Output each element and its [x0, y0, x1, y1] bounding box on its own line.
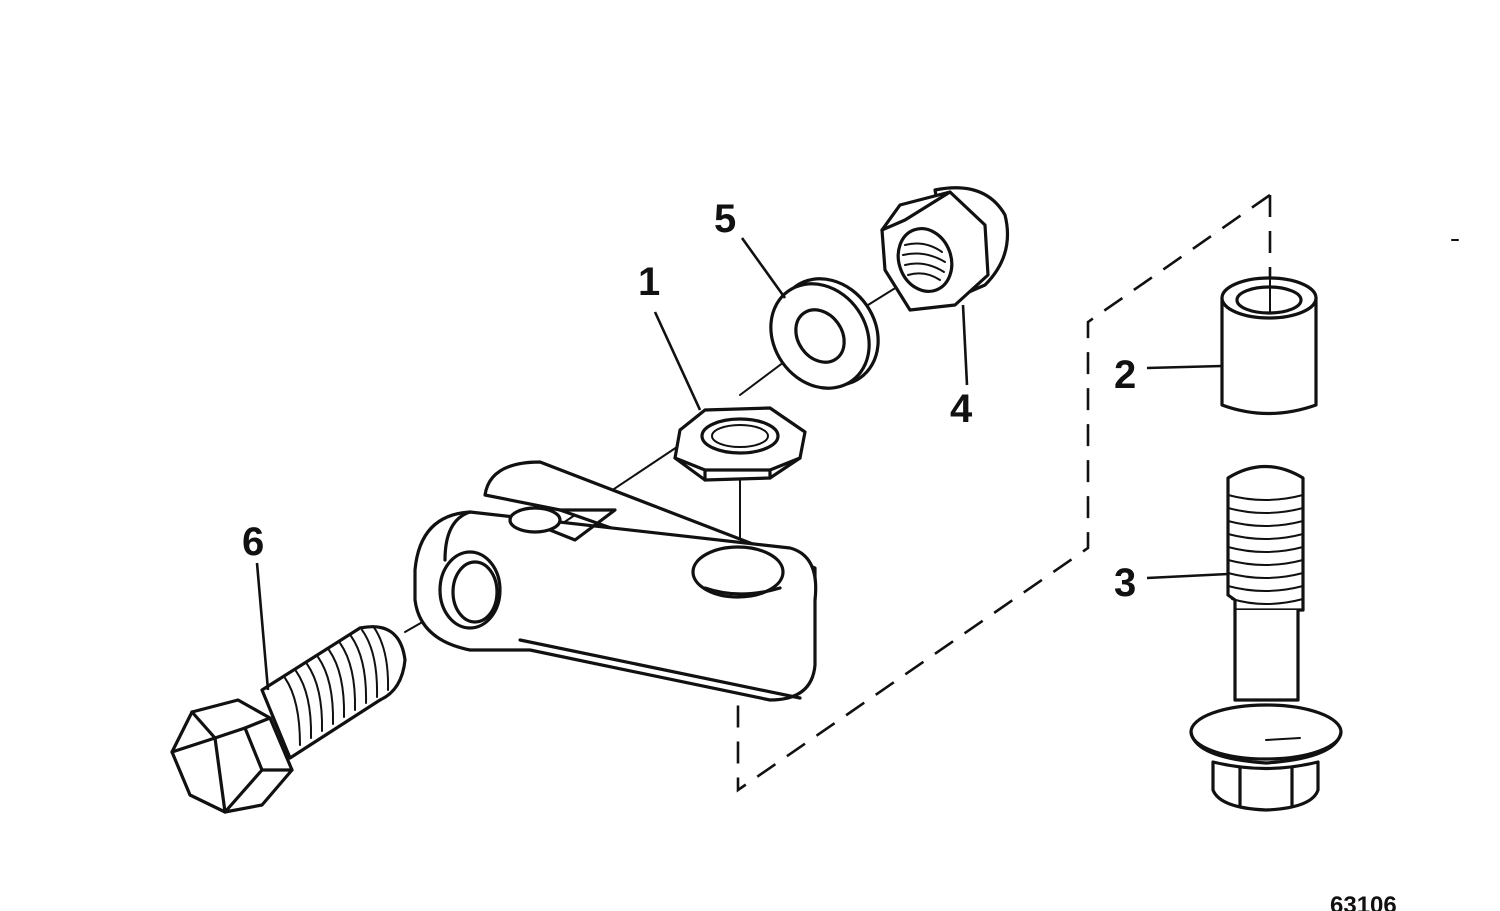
leader-lines	[255, 237, 1229, 691]
callout-4: 4	[950, 387, 973, 431]
callout-3: 3	[1114, 561, 1136, 605]
hex-bolt	[170, 625, 407, 814]
callout-2: 2	[1114, 353, 1136, 397]
callout-1: 1	[638, 260, 660, 304]
callout-5: 5	[714, 197, 736, 241]
flange-bolt	[1189, 464, 1343, 812]
figure-number: 63106	[1330, 892, 1397, 911]
clevis-link	[413, 460, 818, 702]
flat-washer	[769, 277, 880, 390]
callout-6: 6	[242, 520, 264, 564]
spacer-sleeve	[1220, 269, 1318, 416]
jam-nut	[673, 406, 807, 482]
flange-lock-nut	[880, 186, 1010, 312]
